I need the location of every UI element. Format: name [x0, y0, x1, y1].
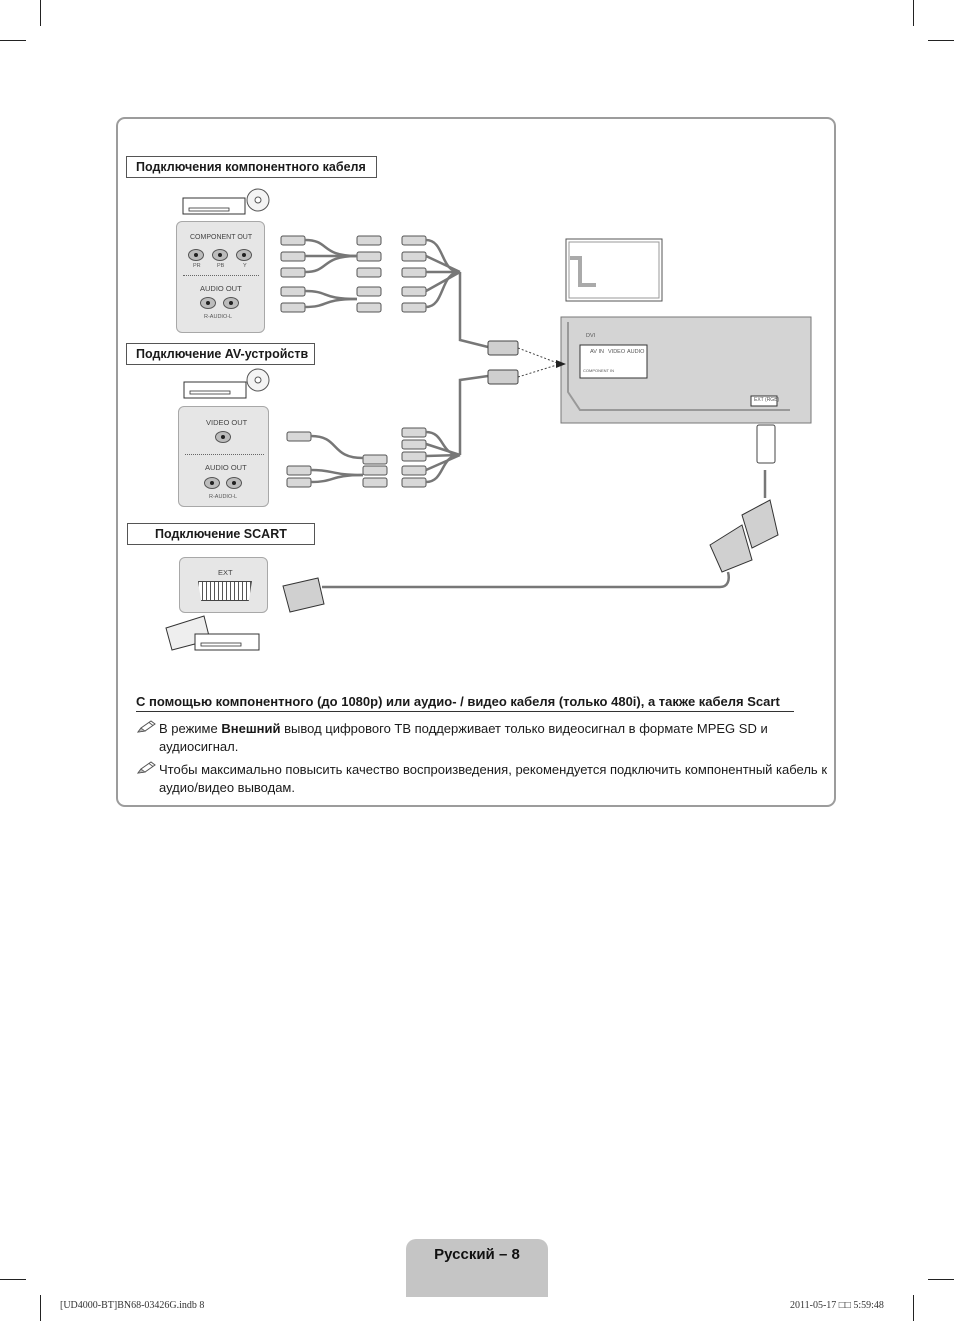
note-1: В режиме Внешний вывод цифрового ТВ подд…: [137, 720, 827, 755]
audio-l-jack: [226, 477, 242, 489]
audio-r-jack: [200, 297, 216, 309]
crop-mark: [40, 1295, 41, 1321]
av-in-label: AV IN: [590, 349, 604, 355]
component-out-panel: COMPONENT OUT PR PB Y AUDIO OUT R-AUDIO-…: [176, 221, 265, 333]
pb-label: PB: [217, 263, 225, 269]
note2-text: Чтобы максимально повысить качество восп…: [159, 762, 828, 795]
page-tab: [406, 1239, 548, 1297]
r-audio-l-label: R-AUDIO-L: [209, 494, 238, 500]
divider: [183, 275, 259, 276]
video-out-label: VIDEO OUT: [206, 418, 248, 427]
av-out-panel: VIDEO OUT AUDIO OUT R-AUDIO-L: [178, 406, 269, 507]
dvi-label: DVI: [586, 333, 596, 339]
y-jack: [236, 249, 252, 261]
scart-panel: EXT: [179, 557, 268, 613]
pencil-icon: [137, 720, 156, 733]
crop-mark: [0, 40, 26, 41]
scart-port: [198, 581, 252, 601]
note1-bold: Внешний: [221, 721, 281, 736]
audio-label: AUDIO: [627, 349, 645, 355]
vcr-icon: [165, 615, 260, 651]
av-section-label: Подключение AV-устройств: [126, 343, 315, 365]
audio-out-label: AUDIO OUT: [200, 284, 242, 293]
footer-left: [UD4000-BT]BN68-03426G.indb 8: [60, 1300, 205, 1311]
video-jack: [215, 431, 231, 443]
pr-jack: [188, 249, 204, 261]
ext-label: EXT: [218, 568, 233, 577]
footer-right: 2011-05-17 □□ 5:59:48: [790, 1300, 884, 1311]
component-out-label: COMPONENT OUT: [190, 234, 253, 241]
pb-jack: [212, 249, 228, 261]
video-label: VIDEO: [608, 349, 626, 355]
audio-r-jack: [204, 477, 220, 489]
av-device-icon: [183, 368, 270, 399]
crop-mark: [928, 1279, 954, 1280]
crop-mark: [913, 1295, 914, 1321]
audio-out-label: AUDIO OUT: [205, 463, 247, 472]
pencil-icon: [137, 761, 156, 774]
caption-title: С помощью компонентного (до 1080p) или а…: [136, 694, 794, 712]
crop-mark: [40, 0, 41, 26]
crop-mark: [0, 1279, 26, 1280]
tv-front-icon: [565, 238, 663, 302]
note-2: Чтобы максимально повысить качество восп…: [137, 761, 827, 796]
crop-mark: [913, 0, 914, 26]
y-label: Y: [243, 263, 247, 269]
r-audio-l-label: R-AUDIO-L: [204, 314, 233, 320]
note1-suffix: вывод цифрового ТВ поддерживает только в…: [159, 721, 768, 754]
tv-back-panel: [556, 316, 812, 424]
component-in-label: COMPONENT IN: [583, 368, 615, 373]
divider: [185, 454, 264, 455]
scart-section-label: Подключение SCART: [127, 523, 315, 545]
connection-panel: [116, 117, 836, 807]
audio-l-jack: [223, 297, 239, 309]
page-number: Русский – 8: [434, 1246, 520, 1263]
crop-mark: [928, 40, 954, 41]
note1-prefix: В режиме: [159, 721, 222, 736]
component-section-label: Подключения компонентного кабеля: [126, 156, 377, 178]
ext-rgb-label: EXT (RGB): [754, 397, 780, 403]
pr-label: PR: [193, 263, 201, 269]
dvd-player-icon: [182, 188, 270, 215]
